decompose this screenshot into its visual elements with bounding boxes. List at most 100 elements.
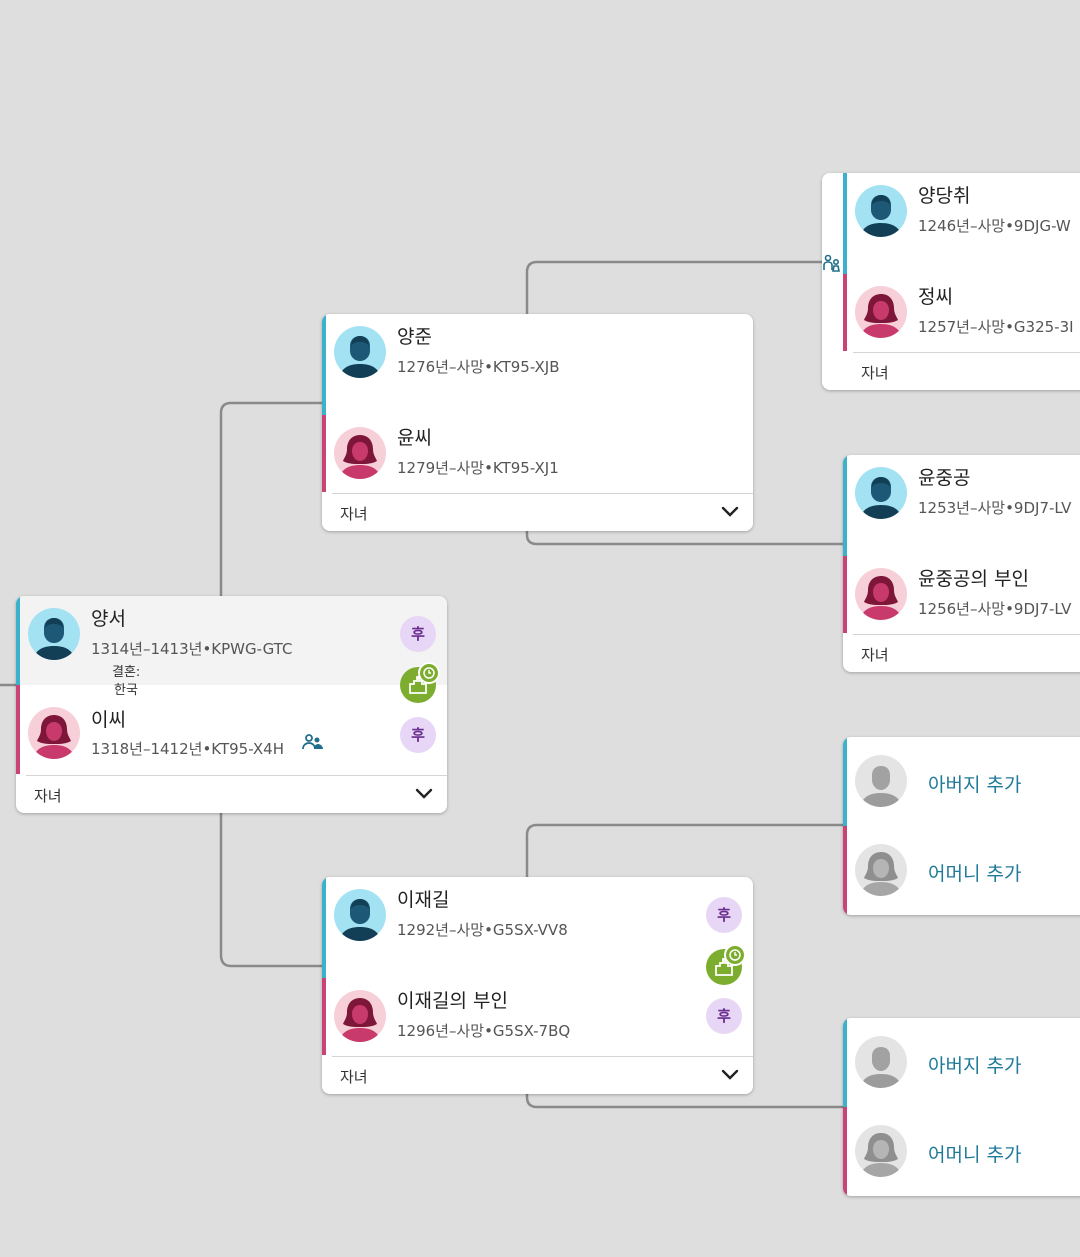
person-wife[interactable]: 이씨 1318년–1412년•KT95-X4H	[16, 685, 447, 774]
clock-icon	[418, 662, 440, 684]
children-dropdown[interactable]: 자녀	[853, 352, 1080, 390]
male-bar	[322, 877, 326, 978]
female-bar	[843, 274, 847, 351]
children-label: 자녀	[340, 1068, 368, 1086]
female-bar	[843, 826, 847, 915]
person-wife[interactable]: 정씨 1257년–사망•G325-3I	[843, 274, 1080, 351]
relationship-icon[interactable]	[302, 734, 324, 750]
person-name[interactable]: 윤씨	[397, 427, 432, 449]
person-husband[interactable]: 양준 1276년–사망•KT95-XJB	[322, 314, 753, 415]
sources-badge-icon[interactable]: 후	[400, 717, 436, 753]
connector-line	[525, 531, 845, 546]
event-record-icon[interactable]	[706, 944, 746, 985]
male-avatar-icon	[855, 755, 907, 807]
maternal-grandparents-card[interactable]: 아버지 추가 어머니 추가	[843, 1018, 1080, 1196]
person-husband[interactable]: 윤중공 1253년–사망•9DJ7-LV	[843, 455, 1080, 556]
person-wife[interactable]: 윤중공의 부인 1256년–사망•9DJ7-LV	[843, 556, 1080, 633]
children-dropdown[interactable]: 자녀	[853, 634, 1080, 672]
focus-couple-card[interactable]: 양서 1314년–1413년•KPWG-GTC 결혼: 한국 이씨 1318년–…	[16, 596, 447, 813]
person-name[interactable]: 이씨	[91, 709, 126, 731]
sources-badge-icon[interactable]: 후	[706, 998, 742, 1034]
add-mother-link[interactable]: 어머니 추가	[928, 863, 1022, 885]
person-wife[interactable]: 윤씨 1279년–사망•KT95-XJ1	[322, 415, 753, 492]
person-name[interactable]: 윤중공	[918, 467, 971, 489]
female-bar	[322, 415, 326, 492]
female-avatar-icon	[28, 707, 80, 759]
connector-line	[525, 823, 845, 877]
female-avatar-icon	[334, 990, 386, 1042]
chevron-down-icon[interactable]	[415, 787, 433, 801]
male-avatar-icon	[855, 467, 907, 519]
male-avatar-icon	[334, 326, 386, 378]
children-dropdown[interactable]: 자녀	[26, 775, 447, 813]
person-name[interactable]: 양서	[91, 608, 126, 630]
children-label: 자녀	[861, 364, 889, 382]
father-couple-card[interactable]: 양준 1276년–사망•KT95-XJB 윤씨 1279년–사망•KT95-XJ…	[322, 314, 753, 531]
male-avatar-icon	[855, 185, 907, 237]
clock-icon	[724, 944, 746, 966]
paternal-grandparents-card[interactable]: 양당취 1246년–사망•9DJG-W 정씨 1257년–사망•G325-3I …	[822, 173, 1080, 390]
person-husband[interactable]: 양당취 1246년–사망•9DJG-W	[843, 173, 1080, 274]
connector-line	[525, 1094, 845, 1109]
person-dates: 1256년–사망•9DJ7-LV	[918, 600, 1072, 618]
add-mother-row[interactable]: 어머니 추가	[843, 826, 1080, 915]
person-name[interactable]: 양준	[397, 326, 432, 348]
mother-couple-card[interactable]: 이재길 1292년–사망•G5SX-VV8 이재길의 부인 1296년–사망•G…	[322, 877, 753, 1094]
person-name[interactable]: 윤중공의 부인	[918, 568, 1029, 590]
children-dropdown[interactable]: 자녀	[332, 1056, 753, 1094]
male-avatar-icon	[334, 889, 386, 941]
person-dates: 1246년–사망•9DJG-W	[918, 217, 1071, 235]
male-avatar-icon	[855, 1036, 907, 1088]
person-dates: 1296년–사망•G5SX-7BQ	[397, 1022, 571, 1040]
female-avatar-icon	[855, 1125, 907, 1177]
person-name[interactable]: 양당취	[918, 185, 971, 207]
maternal-grandparents-card[interactable]: 아버지 추가 어머니 추가	[843, 737, 1080, 915]
male-bar	[16, 596, 20, 685]
event-record-icon[interactable]	[400, 662, 440, 703]
person-name[interactable]: 정씨	[918, 286, 953, 308]
female-bar	[843, 1107, 847, 1196]
male-avatar-icon	[28, 608, 80, 660]
sources-badge-icon[interactable]: 후	[706, 897, 742, 933]
add-mother-row[interactable]: 어머니 추가	[843, 1107, 1080, 1196]
add-father-row[interactable]: 아버지 추가	[843, 737, 1080, 826]
sources-badge-icon[interactable]: 후	[400, 616, 436, 652]
person-name[interactable]: 이재길의 부인	[397, 990, 508, 1012]
couple-link-icon[interactable]	[823, 254, 841, 272]
person-husband[interactable]: 이재길 1292년–사망•G5SX-VV8	[322, 877, 753, 978]
female-avatar-icon	[334, 427, 386, 479]
person-dates: 1276년–사망•KT95-XJB	[397, 358, 560, 376]
male-bar	[843, 455, 847, 556]
add-father-link[interactable]: 아버지 추가	[928, 774, 1022, 796]
person-husband[interactable]: 양서 1314년–1413년•KPWG-GTC	[16, 596, 447, 685]
male-bar	[322, 314, 326, 415]
male-bar	[843, 737, 847, 826]
add-mother-link[interactable]: 어머니 추가	[928, 1144, 1022, 1166]
female-avatar-icon	[855, 286, 907, 338]
add-father-row[interactable]: 아버지 추가	[843, 1018, 1080, 1107]
person-name[interactable]: 이재길	[397, 889, 450, 911]
female-bar	[16, 685, 20, 774]
couple-link-strip	[822, 173, 843, 351]
children-label: 자녀	[340, 505, 368, 523]
children-label: 자녀	[34, 787, 62, 805]
person-wife[interactable]: 이재길의 부인 1296년–사망•G5SX-7BQ	[322, 978, 753, 1055]
female-bar	[322, 978, 326, 1055]
connector-line	[525, 260, 823, 314]
connector-line	[219, 813, 323, 968]
person-dates: 1318년–1412년•KT95-X4H	[91, 740, 284, 758]
add-father-link[interactable]: 아버지 추가	[928, 1055, 1022, 1077]
children-dropdown[interactable]: 자녀	[332, 493, 753, 531]
female-bar	[843, 556, 847, 633]
male-bar	[843, 1018, 847, 1107]
chevron-down-icon[interactable]	[721, 505, 739, 519]
person-dates: 1253년–사망•9DJ7-LV	[918, 499, 1072, 517]
person-dates: 1279년–사망•KT95-XJ1	[397, 459, 559, 477]
connector-line	[219, 401, 323, 596]
chevron-down-icon[interactable]	[721, 1068, 739, 1082]
marriage-place: 한국	[114, 683, 138, 698]
paternal-grandparents-card[interactable]: 윤중공 1253년–사망•9DJ7-LV 윤중공의 부인 1256년–사망•9D…	[843, 455, 1080, 672]
marriage-label: 결혼:	[112, 665, 141, 680]
